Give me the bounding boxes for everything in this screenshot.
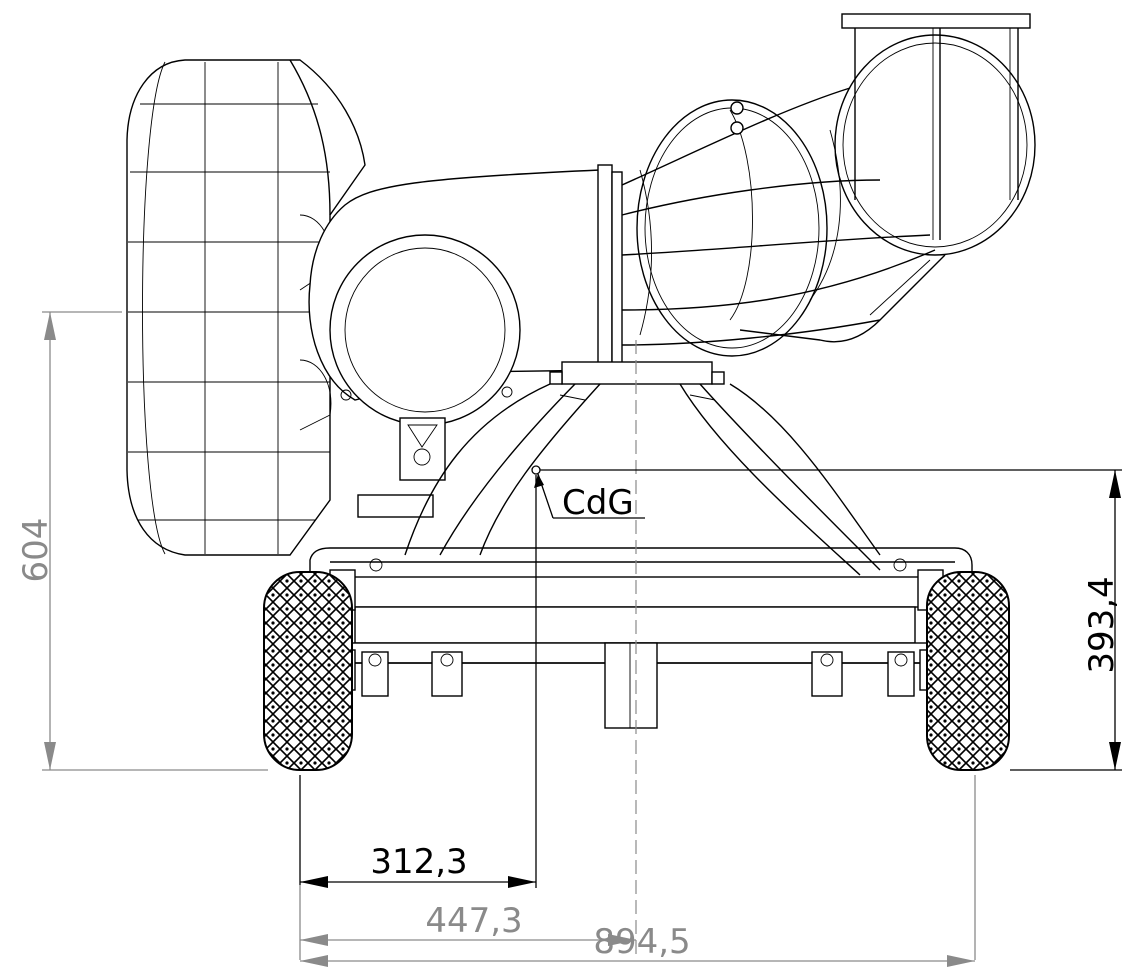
dimension-cog-offset: 312,3 — [300, 842, 536, 888]
dimension-cog-height: 393,4 — [540, 469, 1122, 771]
dimension-label-overall-height: 604 — [16, 518, 56, 583]
nozzle-cage — [621, 13, 1036, 357]
dimension-half-width: 447,3 — [300, 901, 636, 946]
chassis — [309, 547, 973, 729]
dimension-overall-height: 604 — [16, 311, 268, 771]
left-wheel — [263, 571, 353, 771]
dimension-label-overall-width: 894,5 — [593, 922, 690, 962]
pedestal — [404, 361, 881, 576]
cog-label: CdG — [562, 483, 634, 523]
fan-housing — [126, 59, 434, 556]
cannon-barrel — [308, 164, 623, 481]
dimension-overall-width: 894,5 — [300, 922, 975, 967]
dimension-label-cog-offset: 312,3 — [370, 842, 467, 882]
machine-outline — [126, 13, 1036, 955]
right-wheel — [926, 571, 1010, 771]
dimension-label-half-width: 447,3 — [425, 901, 522, 941]
dimension-label-cog-height: 393,4 — [1082, 576, 1122, 673]
